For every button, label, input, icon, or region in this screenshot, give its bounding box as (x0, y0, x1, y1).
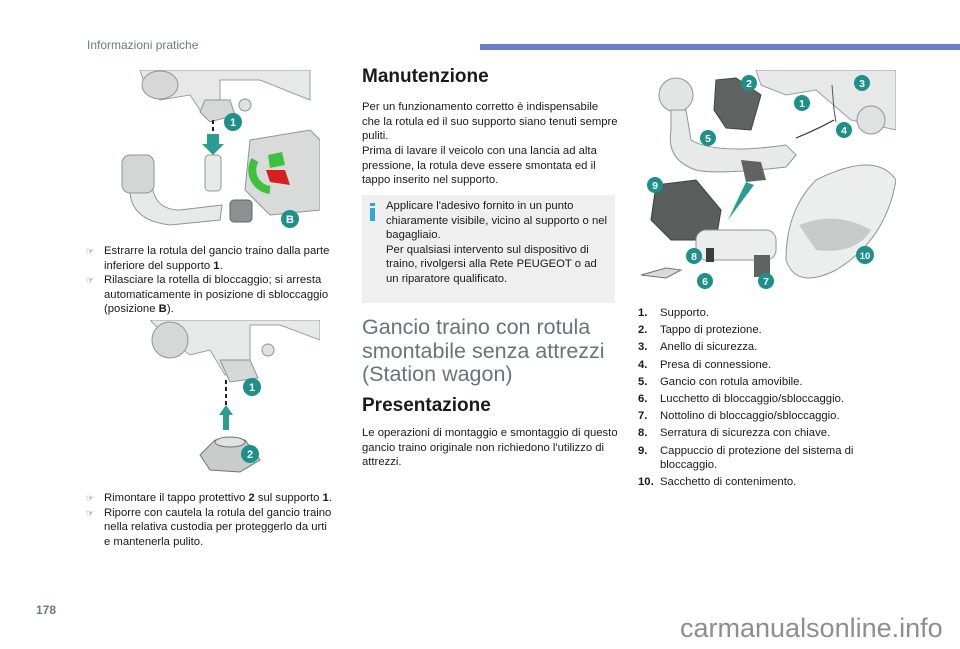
legend-item: 9. Cappuccio di protezione del sistema di… (638, 444, 878, 473)
legend-item: 6. Lucchetto di bloccaggio/sbloccaggio. (638, 392, 878, 407)
legend-number: 9. (638, 444, 648, 457)
legend-item: 3. Anello di sicurezza. (638, 340, 878, 355)
pointing-hand-icon: ☞ (86, 493, 95, 503)
bullet-text: Rilasciare la rotella di bloccaggio; si … (104, 274, 329, 316)
callout-9 (647, 177, 663, 193)
watermark-link[interactable]: carmanualsonline.info (680, 613, 943, 643)
bullet-text: Rimontare il tappo protettivo (104, 492, 249, 504)
bullet-text-end: . (328, 492, 332, 504)
legend-number: 10. (638, 476, 654, 489)
info-line-2: Per qualsiasi intervento sul dispositivo… (386, 243, 597, 285)
callout-1 (224, 113, 242, 131)
header-title: Informazioni pratiche (87, 38, 199, 52)
legend-item: 10. Sacchetto di contenimento. (638, 475, 878, 490)
callout-2-label: 2 (746, 78, 752, 90)
legend-text: Presa di connessione. (660, 358, 772, 371)
info-box-text: Applicare l'adesivo fornito in un punto … (386, 199, 612, 287)
bullet-text: Riporre con cautela la rotula del gancio… (104, 506, 332, 548)
info-line-1: Applicare l'adesivo fornito in un punto … (386, 200, 608, 242)
legend-text: Anello di sicurezza. (660, 341, 758, 354)
legend-number: 1. (638, 307, 648, 319)
bullet-bold: B (158, 303, 167, 316)
bullet-item: ☞ Rilasciare la rotella di bloccaggio; s… (86, 273, 336, 317)
bullet-item: ☞ Estrarre la rotula del gancio traino d… (86, 244, 336, 273)
callout-2 (241, 445, 259, 463)
callout-2 (741, 75, 757, 91)
pointing-hand-icon: ☞ (86, 507, 95, 518)
callout-4 (836, 122, 852, 138)
callout-10-label: 10 (860, 251, 871, 262)
legend-item: 2. Tappo di protezione. (638, 323, 878, 338)
legend-number: 3. (638, 341, 648, 354)
callout-6 (697, 273, 713, 289)
legend-number: 6. (638, 392, 648, 405)
legend-text: Cappuccio di protezione del sistema di b… (660, 444, 854, 472)
legend-text: Lucchetto di bloccaggio/sbloccaggio. (660, 392, 845, 405)
bullet-item: ☞ Rimontare il tappo protettivo 2 sul su… (86, 491, 336, 506)
callout-5 (700, 130, 716, 146)
legend-item: 1. Supporto. (638, 306, 878, 321)
legend-text: Sacchetto di contenimento. (660, 476, 797, 489)
legend-text: Tappo di protezione. (660, 324, 762, 337)
callout-B (281, 210, 299, 228)
callout-5-label: 5 (705, 133, 711, 145)
callout-10 (856, 246, 874, 264)
legend-number: 8. (638, 427, 648, 440)
callout-B-label: B (286, 214, 294, 226)
callout-4-label: 4 (841, 125, 847, 137)
manutenzione-paragraph-1: Per un funzionamento corretto è indispen… (362, 101, 618, 143)
heading-manutenzione: Manutenzione (362, 66, 489, 87)
bullet-list-refit: ☞ Rimontare il tappo protettivo 2 sul su… (86, 491, 336, 549)
legend-item: 4. Presa di connessione. (638, 358, 878, 373)
legend-text: Gancio con rotula amovibile. (660, 375, 803, 388)
callout-8 (686, 248, 702, 264)
pointing-hand-icon: ☞ (86, 275, 95, 286)
callout-1 (243, 378, 261, 396)
callout-3-label: 3 (859, 78, 865, 90)
callout-3 (854, 75, 870, 91)
callout-7 (758, 273, 774, 289)
legend-number: 2. (638, 324, 648, 337)
legend-number: 7. (638, 410, 648, 423)
manutenzione-paragraph-2: Prima di lavare il veicolo con una lanci… (362, 145, 597, 187)
pointing-hand-icon: ☞ (86, 246, 95, 256)
legend-item: 8. Serratura di sicurezza con chiave. (638, 426, 878, 441)
bullet-bold-2: 1 (322, 492, 329, 504)
callout-1-label: 1 (799, 98, 805, 110)
heading-presentazione: Presentazione (362, 395, 491, 416)
presentazione-paragraph: Le operazioni di montaggio e smontaggio … (362, 427, 618, 469)
callout-6-label: 6 (702, 276, 708, 288)
legend-number: 5. (638, 375, 648, 388)
bullet-bold: 2 (248, 492, 255, 504)
callout-1-label: 1 (230, 117, 236, 129)
legend-text: Serratura di sicurezza con chiave. (660, 427, 831, 440)
callout-8-label: 8 (691, 251, 697, 263)
header-accent-bar (480, 44, 960, 50)
figure-towbar-components: 2 3 1 4 5 9 8 6 7 10 (640, 70, 896, 289)
legend-item: 7. Nottolino di bloccaggio/sbloccaggio. (638, 409, 878, 424)
callout-1-label: 1 (249, 382, 255, 394)
component-legend: 1. Supporto. 2. Tappo di protezione. 3. Ane… (638, 306, 878, 492)
info-icon (370, 203, 375, 221)
info-box: Applicare l'adesivo fornito in un punto … (362, 195, 615, 303)
legend-text: Supporto. (660, 307, 709, 319)
legend-item: 5. Gancio con rotula amovibile. (638, 375, 878, 390)
legend-number: 4. (638, 358, 648, 371)
bullet-text-end: ). (166, 303, 174, 316)
bullet-text-mid: sul supporto (254, 492, 323, 504)
legend-text: Nottolino di bloccaggio/sbloccaggio. (660, 410, 840, 423)
chapter-title: Gancio traino con rotula smontabile senz… (362, 315, 605, 386)
bullet-item: ☞ Riporre con cautela la rotula del ganc… (86, 506, 336, 550)
bullet-bold: 1 (213, 259, 220, 272)
callout-2-label: 2 (247, 449, 253, 461)
figure-refit-cap: 1 2 (150, 320, 320, 473)
callout-9-label: 9 (652, 180, 658, 192)
bullet-text-end: . (219, 259, 223, 272)
callout-7-label: 7 (763, 276, 769, 288)
bullet-list-remove: ☞ Estrarre la rotula del gancio traino d… (86, 244, 336, 317)
figure-remove-towball: 1 B (110, 70, 320, 235)
callout-1 (794, 95, 810, 111)
bullet-text: Estrarre la rotula del gancio traino dal… (104, 245, 330, 272)
page-number: 178 (36, 603, 57, 617)
